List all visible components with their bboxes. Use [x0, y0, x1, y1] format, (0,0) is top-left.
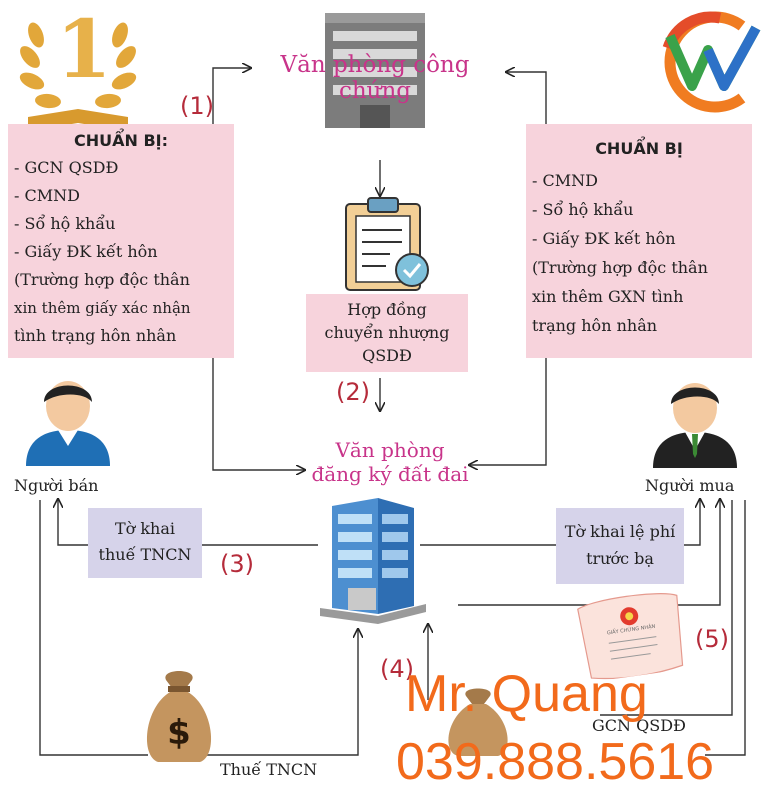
buyer-avatar — [645, 372, 745, 472]
buyer-item: - Sổ hộ khẩu — [532, 200, 634, 219]
arrow-office-to-buyer-cert — [458, 500, 720, 606]
seller-avatar — [18, 370, 118, 470]
land-office-title-line: đăng ký đất đai — [311, 462, 469, 486]
arrow-office-to-buyer — [420, 500, 700, 546]
land-certificate-icon: GIẤY CHỨNG NHẬN — [572, 585, 691, 687]
certificate-label: GCN QSDĐ — [592, 716, 686, 735]
land-office-title-line: Văn phòng — [335, 438, 445, 462]
seller-label: Người bán — [14, 476, 99, 495]
notary-title: Văn phòng công chứng — [280, 52, 470, 104]
seller-preparation-box: CHUẨN BỊ: - GCN QSDĐ - CMND - Sổ hộ khẩu… — [8, 124, 234, 358]
seller-item: - Sổ hộ khẩu — [14, 214, 116, 233]
arrow-seller-to-notary — [212, 68, 250, 125]
tax-form-box: Tờ khai thuế TNCN — [88, 508, 202, 578]
contact-name: Mr. Quang — [405, 665, 648, 723]
seller-preparation-heading: CHUẨN BỊ: — [73, 131, 168, 150]
contract-line: Hợp đồng — [347, 300, 427, 319]
money-bag-icon: $ — [138, 664, 220, 768]
contract-box: Hợp đồng chuyển nhượng QSDĐ — [306, 294, 468, 372]
step-5-label: (5) — [695, 625, 729, 653]
arrow-tax-to-office — [190, 630, 358, 756]
land-office-title: Văn phòng đăng ký đất đai — [290, 438, 490, 486]
fee-form-line: Tờ khai lệ phí — [564, 522, 676, 541]
seller-item: - Giấy ĐK kết hôn — [14, 242, 158, 261]
arrow-seller-to-office — [212, 358, 304, 470]
land-office-building-icon — [318, 496, 428, 628]
step-3-label: (3) — [220, 550, 254, 578]
seller-item: - CMND — [14, 186, 80, 205]
trophy-icon: 1 — [8, 5, 148, 135]
buyer-item: - CMND — [532, 171, 598, 190]
buyer-label: Người mua — [645, 476, 735, 495]
money-bag-icon — [438, 686, 518, 760]
seller-item: xin thêm giấy xác nhận — [14, 299, 191, 317]
fee-form-line: trước bạ — [586, 549, 654, 568]
buyer-item: xin thêm GXN tình — [532, 287, 684, 306]
arrow-office-to-seller — [58, 500, 318, 546]
seller-item: (Trường hợp độc thân — [14, 270, 190, 289]
contact-phone: 039.888.5616 — [396, 733, 715, 791]
tax-form-line: thuế TNCN — [98, 545, 192, 564]
buyer-item: - Giấy ĐK kết hôn — [532, 229, 676, 248]
buyer-item: trạng hôn nhân — [532, 316, 658, 335]
brand-logo-icon — [650, 8, 768, 120]
step-4-label: (4) — [380, 655, 414, 683]
tax-label: Thuế TNCN — [220, 760, 318, 779]
step-2-label: (2) — [336, 378, 370, 406]
arrow-buyer-to-office — [470, 358, 547, 465]
step-1-label: (1) — [180, 92, 214, 120]
clipboard-icon — [340, 196, 436, 298]
contract-line: QSDĐ — [362, 346, 412, 365]
buyer-item: (Trường hợp độc thân — [532, 258, 708, 277]
seller-item: tình trạng hôn nhân — [14, 326, 177, 345]
notary-building-icon — [315, 5, 435, 134]
tax-form-line: Tờ khai — [114, 519, 176, 538]
trophy-number: 1 — [56, 2, 112, 96]
fee-form-box: Tờ khai lệ phí trước bạ — [556, 508, 684, 584]
buyer-preparation-box: CHUẨN BỊ - CMND - Sổ hộ khẩu - Giấy ĐK k… — [526, 124, 752, 358]
contract-line: chuyển nhượng — [324, 323, 450, 342]
seller-item: - GCN QSDĐ — [14, 158, 119, 177]
buyer-preparation-heading: CHUẨN BỊ — [595, 139, 683, 158]
arrow-buyer-to-notary — [507, 72, 547, 125]
svg-text:$: $ — [167, 713, 191, 753]
